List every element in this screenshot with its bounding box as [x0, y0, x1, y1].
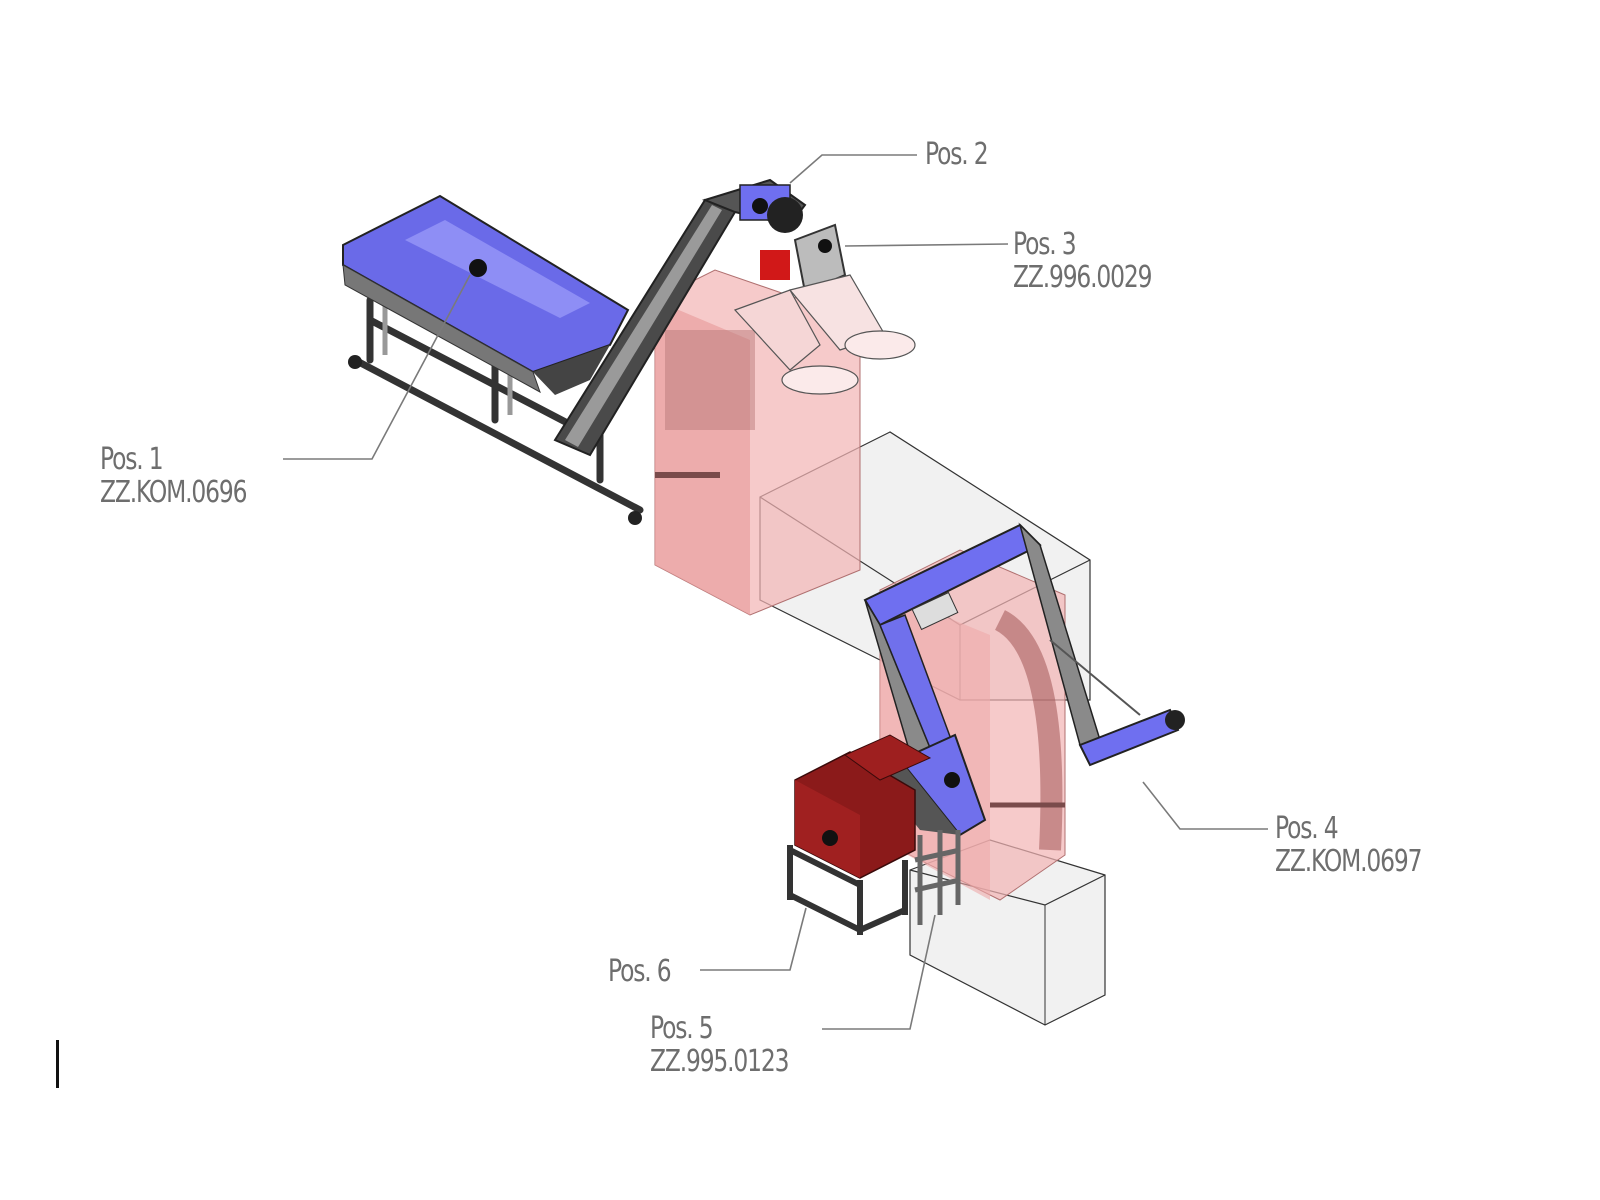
callout-title: Pos. 4 [1275, 811, 1339, 846]
position-marker [944, 772, 960, 788]
leader-pos1 [283, 274, 471, 460]
callout-title: Pos. 2 [925, 137, 989, 172]
callout-pos2: Pos. 2 [925, 137, 989, 172]
crate-stand [787, 734, 932, 935]
callout-code: ZZ.996.0029 [1013, 260, 1152, 295]
callout-code: ZZ.KOM.0697 [1275, 844, 1422, 879]
leader-pos4 [1142, 781, 1268, 830]
position-marker [752, 198, 768, 214]
incline-conveyor [553, 178, 807, 457]
leader-pos5 [822, 914, 936, 1030]
leader-pos3 [844, 243, 1009, 247]
callout-title: Pos. 5 [650, 1011, 714, 1046]
zone-column-upper [654, 269, 861, 616]
callout-pos1: Pos. 1 ZZ.KOM.0696 [100, 442, 247, 510]
leader-lines [283, 154, 1268, 1030]
position-marker [822, 830, 838, 846]
callout-title: Pos. 6 [608, 954, 672, 989]
callout-code: ZZ.995.0123 [650, 1044, 789, 1079]
callout-pos3: Pos. 3 ZZ.996.0029 [1013, 227, 1152, 295]
callout-pos5: Pos. 5 ZZ.995.0123 [650, 1011, 789, 1079]
callout-pos6: Pos. 6 [608, 954, 672, 989]
leader-pos2 [789, 154, 917, 184]
leader-pos6 [700, 907, 807, 971]
text-cursor [56, 1040, 59, 1088]
discharge-chute-stand [914, 830, 961, 925]
callout-title: Pos. 3 [1013, 227, 1077, 262]
splitter-chute [733, 223, 916, 395]
position-marker [469, 259, 487, 277]
feed-hopper-table [342, 194, 644, 525]
callout-code: ZZ.KOM.0696 [100, 475, 247, 510]
callout-title: Pos. 1 [100, 442, 164, 477]
callout-pos4: Pos. 4 ZZ.KOM.0697 [1275, 811, 1422, 879]
